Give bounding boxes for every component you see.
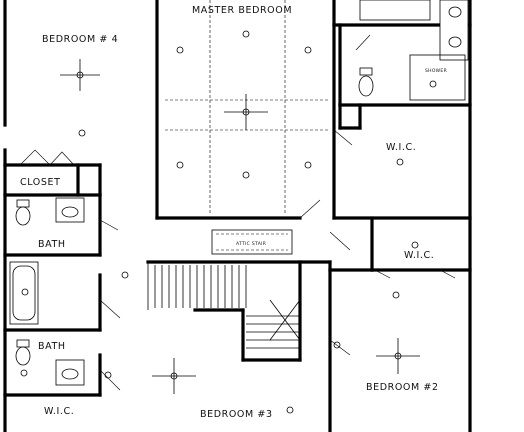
room-label-wic-lower-left: W.I.C. <box>44 406 74 417</box>
room-label-wic-master: W.I.C. <box>386 142 416 153</box>
ceiling-fan-icon <box>152 358 196 394</box>
master-tub <box>359 0 431 21</box>
attic-stair-label: ATTIC STAIR <box>236 241 266 247</box>
attic-stair: ATTIC STAIR <box>211 229 293 255</box>
room-label-bedroom-4: BEDROOM # 4 <box>42 34 118 45</box>
bathtub <box>9 261 39 325</box>
master-ceiling-lines <box>165 0 330 215</box>
toilet-master <box>358 67 374 97</box>
ceiling-fan-icon <box>376 338 420 374</box>
room-label-wic-right: W.I.C. <box>404 250 434 261</box>
room-label-closet: CLOSET <box>20 177 61 188</box>
light-fixture-icons <box>20 30 437 414</box>
shower-label: SHOWER <box>425 68 447 74</box>
ceiling-fan-icon <box>60 59 100 91</box>
toilet-upper <box>15 199 31 226</box>
sink-lower <box>55 359 85 386</box>
doors <box>19 34 456 391</box>
room-label-master-bedroom: MASTER BEDROOM <box>192 5 292 16</box>
ceiling-fan-icon <box>224 94 268 130</box>
room-label-bedroom-3: BEDROOM #3 <box>200 409 273 420</box>
walls <box>3 0 472 432</box>
toilet-lower <box>15 339 31 366</box>
sink-upper <box>55 197 85 223</box>
room-label-bedroom-2: BEDROOM #2 <box>366 382 439 393</box>
master-sinks <box>439 0 469 61</box>
stairs <box>147 262 301 349</box>
shower: SHOWER <box>409 54 466 101</box>
room-label-bath-upper: BATH <box>38 239 66 250</box>
room-label-bath-lower: BATH <box>38 341 66 352</box>
